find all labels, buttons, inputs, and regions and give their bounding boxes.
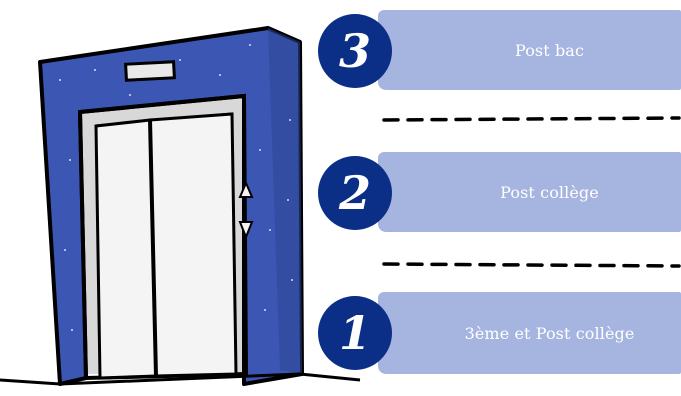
floor-indicator	[126, 62, 175, 80]
floor-divider	[382, 112, 681, 126]
floor-2-button[interactable]: Post collège	[378, 152, 681, 232]
floor-1-badge: 1	[318, 296, 392, 370]
floor-2-number: 2	[339, 170, 371, 216]
floor-3-label: Post bac	[475, 41, 584, 60]
elevator-door-right	[150, 114, 236, 376]
elevator-door-left	[96, 120, 156, 378]
floor-3-number: 3	[339, 28, 371, 74]
floor-2-badge: 2	[318, 156, 392, 230]
floor-1-number: 1	[339, 310, 371, 356]
floor-3-button[interactable]: Post bac	[378, 10, 681, 90]
floor-1-label: 3ème et Post collège	[425, 324, 635, 343]
floor-1-button[interactable]: 3ème et Post collège	[378, 292, 681, 374]
floor-2-label: Post collège	[460, 183, 599, 202]
floor-3-badge: 3	[318, 14, 392, 88]
floor-divider	[382, 258, 681, 272]
